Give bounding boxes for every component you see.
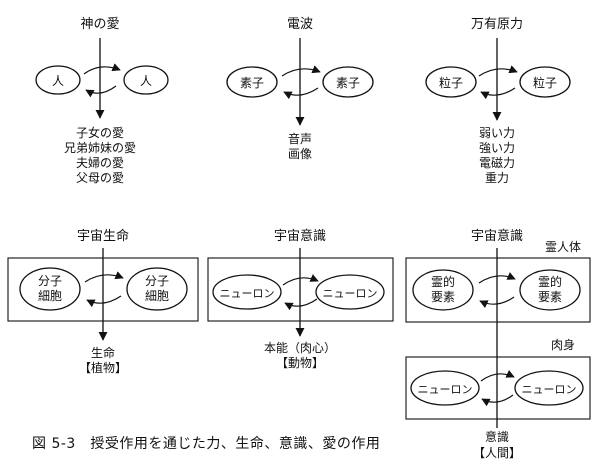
- left-node: [425, 66, 477, 98]
- exchange-arrow-upper: [83, 63, 121, 75]
- outcome-1: 子女の愛: [76, 125, 124, 140]
- exchange-arrow-upper: [478, 65, 518, 77]
- body-left-node-label: ニューロン: [418, 383, 473, 396]
- left-node: [226, 66, 278, 98]
- figure-caption: 図 5-3 授受作用を通じた力、生命、意識、愛の作用: [32, 436, 381, 452]
- left-node-label-1: 分子: [38, 274, 62, 288]
- outcome-1: 弱い力: [479, 126, 515, 140]
- panel-title: 宇宙意識: [274, 228, 326, 244]
- left-node: [212, 274, 282, 310]
- physical-body-label: 肉身: [551, 337, 575, 352]
- outcome-1: 本能（肉心）: [264, 341, 336, 355]
- outcome-2: 兄弟姉妹の愛: [64, 140, 136, 155]
- spirit-left-node-label-2: 要素: [431, 290, 455, 304]
- spirit-left-node-label-1: 霊的: [431, 274, 455, 289]
- right-node-label-2: 細胞: [145, 289, 169, 303]
- panel-title: 電波: [287, 17, 313, 32]
- left-node-label: 素子: [240, 76, 264, 90]
- right-node-label-1: 分子: [145, 274, 169, 288]
- spirit-right-node-label-1: 霊的: [538, 274, 562, 289]
- right-node: [126, 267, 188, 311]
- spirit-body-label: 霊人体: [545, 240, 581, 254]
- right-node-label: 素子: [336, 76, 360, 90]
- outcome-2: 【人間】: [473, 446, 521, 460]
- panel-cosmic-life: 宇宙生命 分子 細胞 分子 細胞 生命 【植物】: [7, 228, 199, 375]
- spirit-left-node: [412, 269, 474, 311]
- spirit-frame-box: [405, 257, 591, 323]
- left-node: [19, 267, 81, 311]
- panel-divine-love: 神の愛 人 人 子女の愛 兄弟姉妹の愛 夫婦の愛 父母の愛: [35, 17, 169, 185]
- body-right-node: [514, 370, 584, 406]
- panel-title: 万有原力: [471, 17, 523, 32]
- panel-title: 神の愛: [80, 17, 119, 32]
- exchange-arrow-upper: [84, 271, 124, 283]
- panel-cosmic-consciousness-animal: 宇宙意識 ニューロン ニューロン 本能（肉心） 【動物】: [207, 228, 394, 370]
- outcome-1: 音声: [288, 131, 312, 146]
- right-node: [322, 66, 374, 98]
- body-left-node: [410, 370, 480, 406]
- outcome-2: 【動物】: [276, 356, 324, 370]
- spirit-right-node-label-2: 要素: [538, 290, 562, 304]
- right-node: [519, 66, 571, 98]
- outcome-2: 【植物】: [79, 360, 127, 375]
- panel-universal-prime-force: 万有原力 粒子 粒子 弱い力 強い力 電磁力 重力: [425, 17, 571, 185]
- exchange-arrow-lower: [86, 295, 122, 308]
- panel-radio-wave: 電波 素子 素子 音声 画像: [226, 17, 374, 161]
- body-right-node-label: ニューロン: [522, 383, 577, 396]
- outcome-3: 電磁力: [479, 155, 515, 170]
- outcome-2: 強い力: [479, 141, 515, 155]
- exchange-arrow-lower: [480, 87, 516, 100]
- left-node-label: 粒子: [439, 75, 463, 90]
- right-node-label: ニューロン: [323, 287, 378, 300]
- left-node-label-2: 細胞: [38, 289, 62, 303]
- exchange-arrow-upper: [282, 274, 319, 286]
- exchange-arrow-upper: [281, 65, 321, 77]
- outcome-4: 父母の愛: [76, 171, 124, 185]
- spirit-right-node: [519, 269, 581, 311]
- right-node: [123, 65, 169, 95]
- right-node-label: 粒子: [533, 75, 557, 90]
- outcome-3: 夫婦の愛: [76, 155, 124, 170]
- outcome-1: 意識: [485, 429, 509, 444]
- exchange-arrow-lower: [284, 298, 318, 311]
- panel-title: 宇宙生命: [77, 228, 129, 244]
- left-node-label: ニューロン: [220, 287, 275, 300]
- right-node-label: 人: [140, 74, 152, 88]
- left-node: [35, 65, 81, 95]
- exchange-arrow-lower: [85, 85, 117, 98]
- exchange-arrow-lower: [283, 87, 319, 100]
- left-node-label: 人: [52, 74, 64, 88]
- outcome-4: 重力: [485, 171, 509, 185]
- panel-cosmic-consciousness-human: 宇宙意識 霊人体 霊的 要素 霊的 要素 肉身 ニューロン ニューロン 意識 【…: [405, 228, 591, 460]
- body-frame-box: [405, 356, 591, 420]
- outcome-2: 画像: [288, 147, 312, 161]
- panel-title: 宇宙意識: [471, 228, 523, 244]
- right-node: [315, 274, 385, 310]
- outcome-1: 生命: [91, 345, 115, 360]
